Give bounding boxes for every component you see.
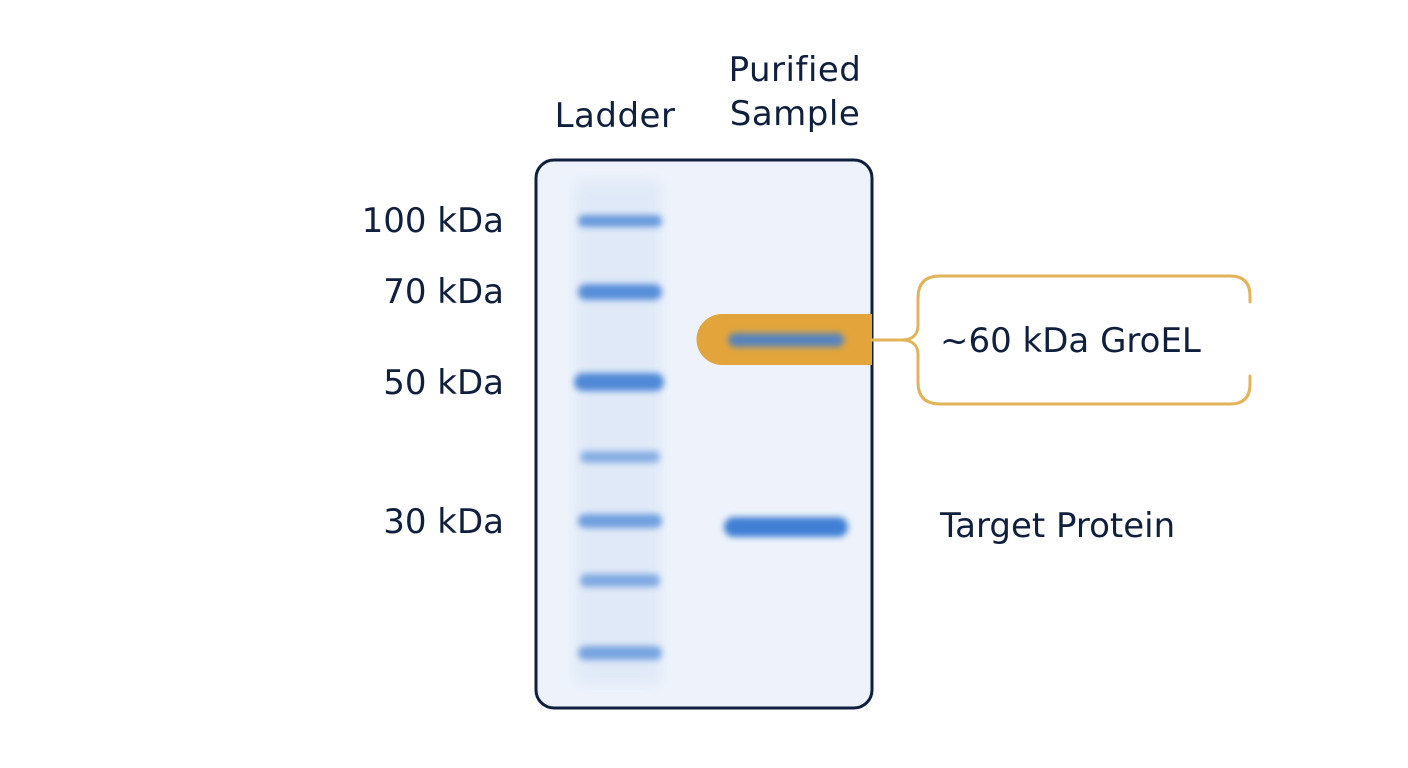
sample-header-line-2: Sample xyxy=(729,94,861,134)
ladder-band xyxy=(578,284,662,300)
ladder-lane-header: Ladder xyxy=(554,96,676,136)
groel-annotation: ~60 kDa GroEL xyxy=(940,321,1201,361)
target-protein-annotation: Target Protein xyxy=(940,506,1176,546)
callout-bracket-bottom xyxy=(916,353,1252,406)
marker-label-50: 50 kDa xyxy=(383,363,504,403)
ladder-band xyxy=(578,646,662,660)
callout-connector xyxy=(870,323,920,342)
target-protein-band xyxy=(724,517,848,537)
ladder-band xyxy=(580,574,660,587)
callout-connector xyxy=(900,338,920,357)
ladder-lane-background xyxy=(574,180,662,685)
marker-label-70: 70 kDa xyxy=(383,272,504,312)
ladder-band xyxy=(574,373,664,391)
ladder-band xyxy=(580,451,660,463)
groel-band xyxy=(728,333,844,347)
marker-label-30: 30 kDa xyxy=(383,502,504,542)
sample-header-line-1: Purified xyxy=(728,50,862,90)
ladder-band xyxy=(578,215,662,227)
callout-bracket-top xyxy=(916,274,1252,327)
ladder-band xyxy=(578,514,662,528)
marker-label-100: 100 kDa xyxy=(361,201,504,241)
sample-lane-header: Purified Sample xyxy=(690,48,900,136)
